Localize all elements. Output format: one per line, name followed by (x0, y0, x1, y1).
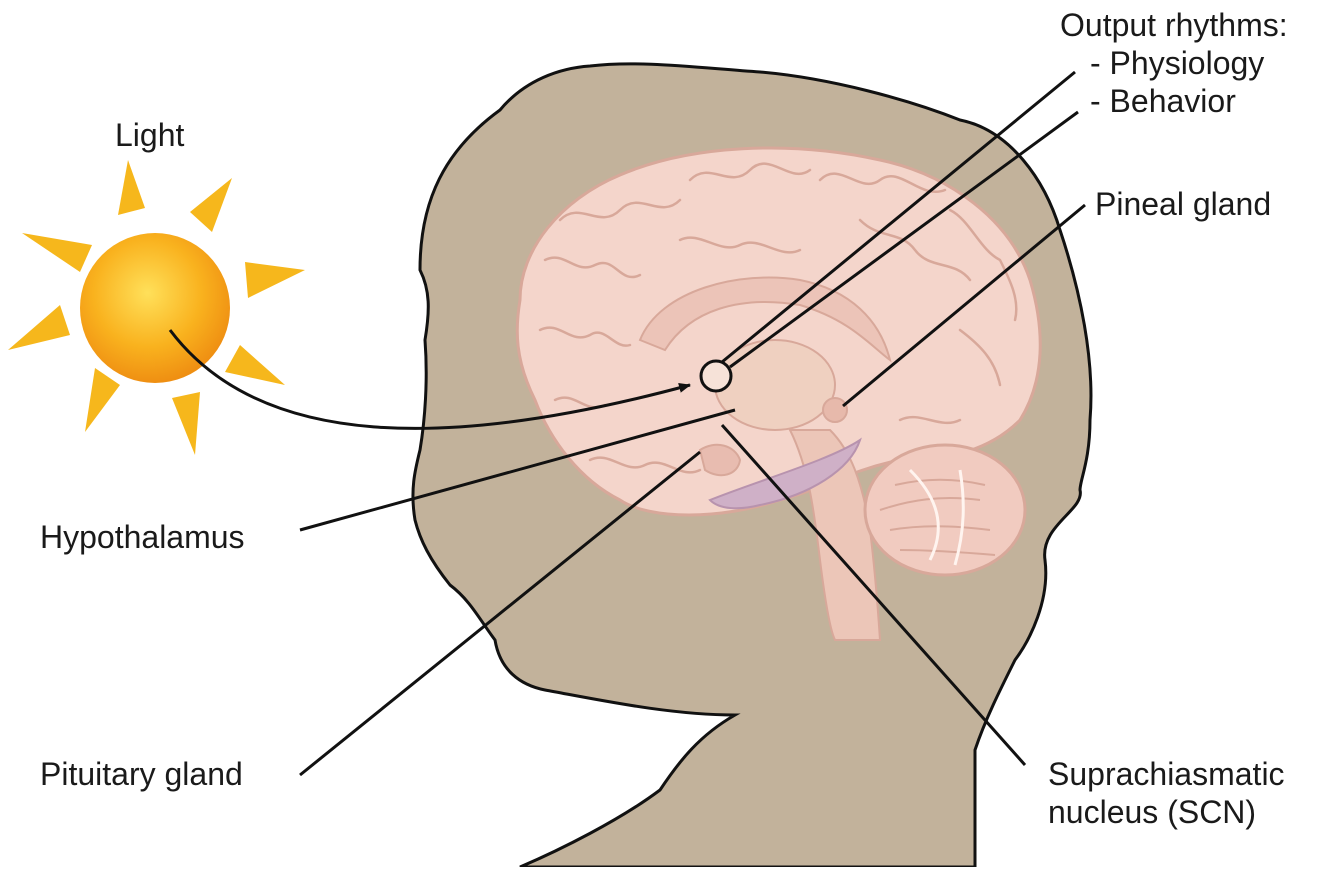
corpus-callosum (638, 276, 892, 363)
label-hypothalamus: Hypothalamus (40, 519, 245, 555)
label-output-rhythms: Output rhythms: - Physiology - Behavior (1060, 6, 1288, 120)
label-pineal-gland: Pineal gland (1095, 186, 1272, 222)
label-scn-line2: nucleus (SCN) (1048, 794, 1257, 830)
pineal-body (822, 397, 848, 423)
cerebellum (863, 443, 1027, 577)
brain-gyri (538, 162, 1018, 474)
label-light: Light (115, 117, 185, 153)
label-output-behavior: - Behavior (1090, 83, 1236, 119)
scn-leader (720, 424, 1027, 766)
ventricle (708, 437, 862, 510)
label-scn-line1: Suprachiasmatic (1048, 756, 1285, 792)
hypothalamus-leader (299, 408, 736, 532)
output-line-physiology (721, 70, 1076, 364)
pineal-leader (842, 203, 1086, 408)
light-arrow (168, 329, 691, 430)
label-output-physiology: - Physiology (1090, 45, 1265, 81)
sun-icon (8, 160, 305, 455)
label-pituitary-gland: Pituitary gland (40, 756, 243, 792)
label-scn: Suprachiasmatic nucleus (SCN) (1048, 755, 1285, 831)
output-line-behavior (729, 110, 1079, 369)
label-output-title: Output rhythms: (1060, 7, 1288, 43)
pituitary-leader (299, 450, 701, 777)
pituitary-structure (698, 443, 742, 477)
scn-marker (699, 359, 733, 393)
